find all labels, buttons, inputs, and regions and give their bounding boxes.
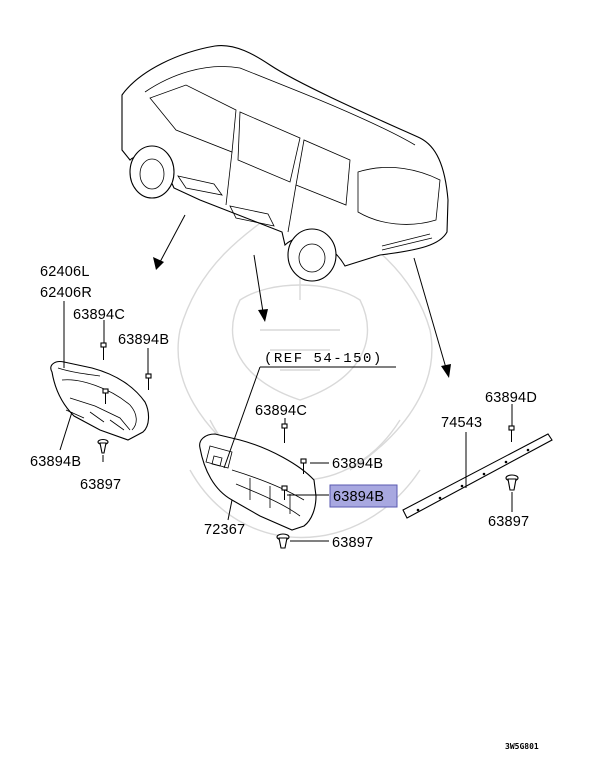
label-63897-left[interactable]: 63897 (80, 477, 121, 493)
label-63894B-left-lower[interactable]: 63894B (30, 454, 81, 470)
label-63894C-left[interactable]: 63894C (73, 307, 125, 323)
label-63894B-center[interactable]: 63894B (332, 456, 383, 472)
clip-63897-right (505, 474, 519, 491)
screw-63894B-center (300, 458, 307, 474)
label-63894C-center[interactable]: 63894C (255, 403, 307, 419)
selected-part-highlight (329, 484, 398, 508)
label-72367[interactable]: 72367 (204, 522, 245, 538)
pointer-arrows (153, 214, 451, 378)
screw-63894B-center-lower (281, 485, 288, 500)
side-cover-center[interactable] (199, 433, 317, 531)
screw-63894B-left (145, 373, 152, 390)
label-63894B-left[interactable]: 63894B (118, 332, 169, 348)
diagram-code: 3W5G801 (505, 742, 539, 751)
screw-63894D-right (508, 425, 515, 442)
clip-63897-center (276, 533, 290, 549)
screw-63894C-center (281, 423, 288, 443)
label-62406L[interactable]: 62406L (40, 264, 90, 280)
label-63894D[interactable]: 63894D (485, 390, 537, 406)
label-63897-center[interactable]: 63897 (332, 535, 373, 551)
label-74543[interactable]: 74543 (441, 415, 482, 431)
label-ref-54-150[interactable]: (REF 54-150) (264, 351, 383, 367)
side-strip[interactable] (402, 433, 553, 519)
mud-guard-front[interactable] (50, 361, 150, 441)
vehicle-outline (121, 44, 449, 282)
screw-63894B-left-lower (102, 388, 109, 404)
label-63897-right[interactable]: 63897 (488, 514, 529, 530)
clip-63897-left (97, 438, 109, 454)
screw-63894C-left (100, 342, 107, 360)
fasteners (97, 342, 519, 549)
part-labels: 62406L 62406R 63894C 63894B 63894B 63897… (30, 264, 537, 551)
leader-lines (59, 301, 513, 542)
label-63894B-selected[interactable]: 63894B (333, 489, 384, 505)
label-62406R[interactable]: 62406R (40, 285, 92, 301)
